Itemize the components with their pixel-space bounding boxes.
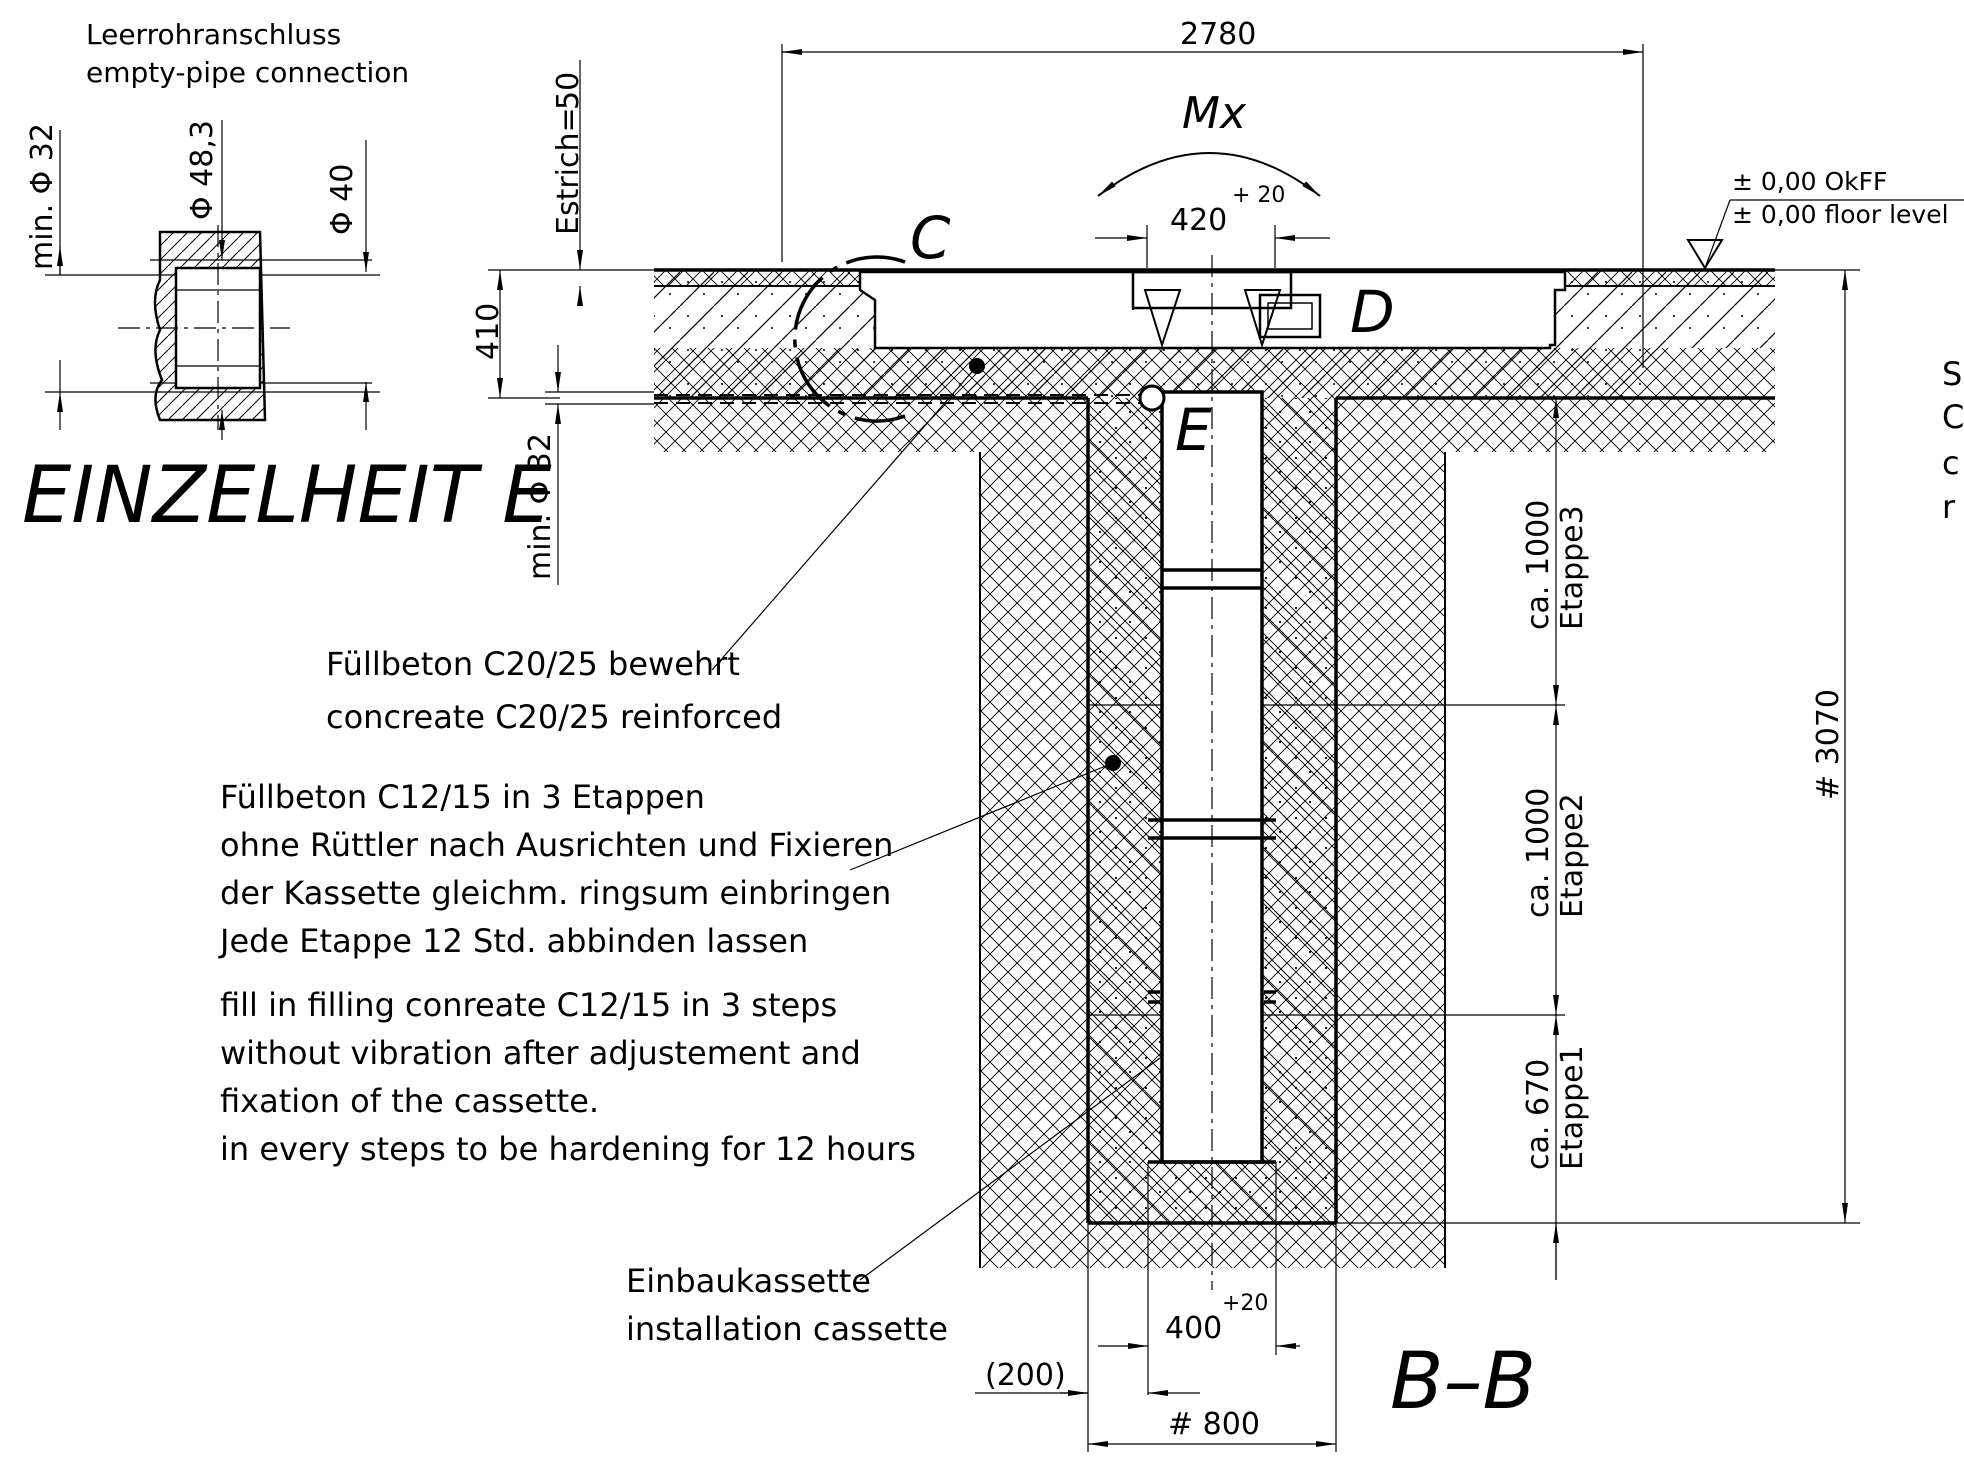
cut-text-1: S [1942, 355, 1962, 393]
note-fill-de-1: Füllbeton C12/15 in 3 Etappen [220, 778, 705, 816]
cut-text-4: r [1942, 488, 1956, 526]
detail-dim-48-3: Φ 48,3 [185, 120, 220, 220]
dim-mx: Mx [1182, 88, 1247, 139]
dim-400: 400 [1165, 1311, 1222, 1346]
detail-e: Leerrohranschluss empty-pipe connection … [22, 18, 552, 541]
note-fill-de-4: Jede Etappe 12 Std. abbinden lassen [218, 922, 808, 960]
stage3-name: Etappe3 [1555, 505, 1590, 630]
dim-800: # 800 [1168, 1407, 1260, 1442]
pipe-label-de: Leerrohranschluss [86, 18, 341, 51]
detail-dim-min32: min. Φ 32 [25, 123, 60, 270]
note-fill-en-1: fill in filling conreate C12/15 in 3 ste… [220, 986, 837, 1024]
cut-text-3: c [1942, 444, 1960, 482]
dim-estrich-val: 50 [551, 72, 586, 110]
dimensions: 2780 Mx 420 + 20 Estrich= 50 410 min. Φ … [471, 17, 1964, 1452]
level-floor: ± 0,00 floor level [1732, 200, 1949, 229]
dim-410: 410 [471, 303, 506, 360]
label-e: E [1175, 396, 1212, 464]
dim-3070: # 3070 [1811, 689, 1846, 800]
stage1-dim: ca. 670 [1521, 1059, 1556, 1170]
stage2-dim: ca. 1000 [1521, 788, 1556, 918]
cut-text-2: C [1942, 398, 1964, 436]
stage2-name: Etappe2 [1555, 793, 1590, 918]
stage3-dim: ca. 1000 [1521, 500, 1556, 630]
dim-420: 420 [1170, 203, 1227, 238]
note-fill-en-2: without vibration after adjustement and [220, 1034, 861, 1072]
dim-200: (200) [985, 1358, 1066, 1393]
section-label: B–B [1390, 1337, 1536, 1427]
note-fill-en-4: in every steps to be hardening for 12 ho… [220, 1130, 916, 1168]
dim-400-tol: +20 [1222, 1291, 1268, 1316]
note-reinforced-de: Füllbeton C20/25 bewehrt [326, 645, 740, 683]
dim-min32: min. Φ 32 [523, 433, 558, 580]
dim-420-tol: + 20 [1232, 183, 1285, 208]
detail-title: EINZELHEIT E [22, 451, 552, 541]
level-okff: ± 0,00 OkFF [1732, 167, 1887, 196]
detail-dim-40: Φ 40 [325, 164, 360, 235]
note-fill-en-3: fixation of the cassette. [220, 1082, 599, 1120]
note-cassette-en: installation cassette [626, 1310, 948, 1348]
label-d: D [1350, 278, 1395, 346]
notes: Füllbeton C20/25 bewehrt concreate C20/2… [218, 355, 1964, 1427]
note-fill-de-3: der Kassette gleichm. ringsum einbringen [220, 874, 891, 912]
dim-2780: 2780 [1180, 17, 1256, 52]
label-c: C [910, 204, 951, 272]
main-section: C D E [654, 204, 1775, 1290]
note-fill-de-2: ohne Rüttler nach Ausrichten und Fixiere… [220, 826, 893, 864]
dim-estrich: Estrich= [551, 107, 586, 235]
stage1-name: Etappe1 [1555, 1045, 1590, 1170]
note-cassette-de: Einbaukassette [626, 1262, 871, 1300]
note-reinforced-en: concreate C20/25 reinforced [326, 698, 782, 736]
pipe-label-en: empty-pipe connection [86, 56, 409, 89]
